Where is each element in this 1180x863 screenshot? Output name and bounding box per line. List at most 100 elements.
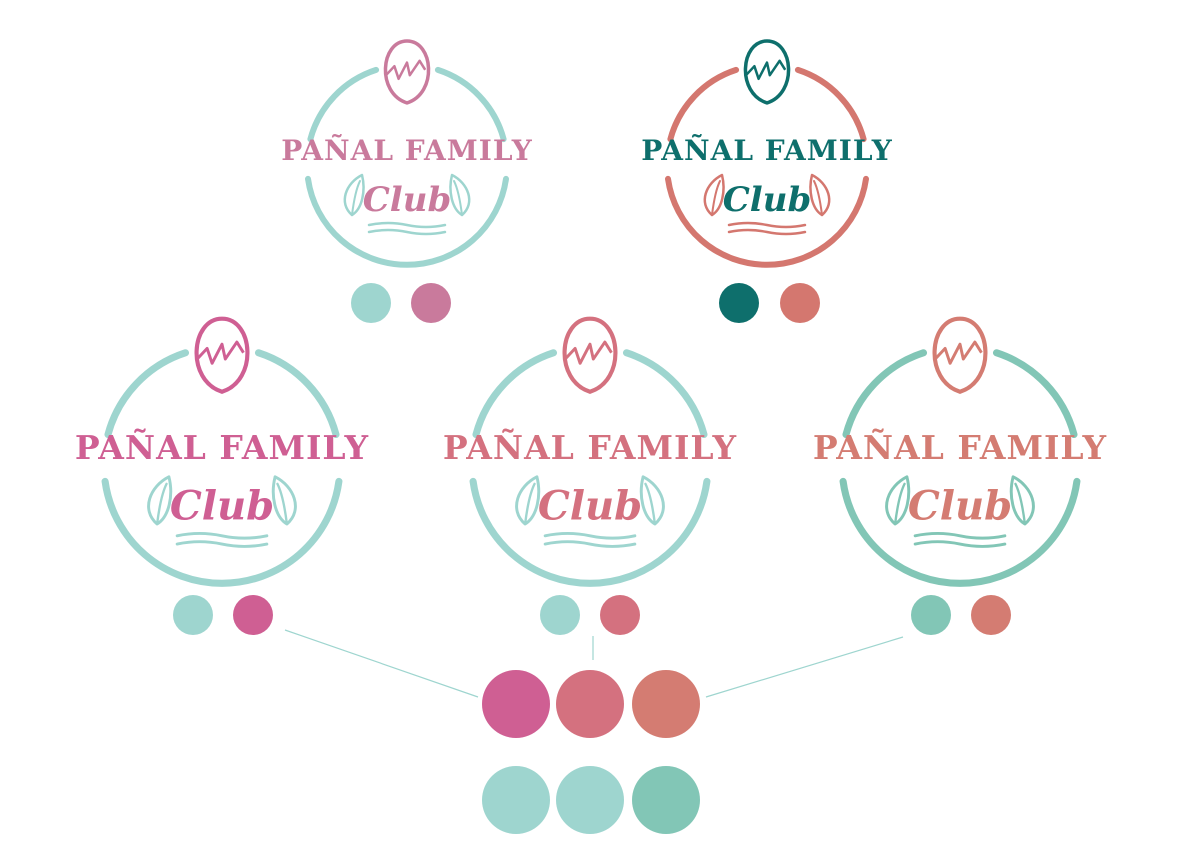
color-swatch — [351, 283, 391, 323]
wave-line — [543, 540, 637, 548]
egg-crack — [745, 59, 787, 81]
wave-lines-icon — [727, 221, 807, 236]
logo-wordmark: PAÑAL FAMILY — [443, 428, 737, 467]
logo-wordmark: PAÑAL FAMILY — [813, 428, 1107, 467]
leaf-right-icon-outline — [271, 475, 297, 526]
wave-line — [367, 221, 447, 229]
leaf-left-icon-vein — [351, 180, 361, 216]
egg-icon — [194, 316, 250, 394]
leaf-right-icon-vein — [1014, 482, 1027, 526]
egg-shell — [743, 39, 791, 105]
ring-arc-lower — [101, 477, 343, 587]
palette-swatch-warm — [482, 670, 550, 738]
logo-swatches — [540, 595, 640, 635]
leaf-left-icon-vein — [893, 482, 906, 526]
logo-4: PAÑAL FAMILY Club — [443, 316, 737, 635]
palette-swatch-cool — [556, 766, 624, 834]
color-swatch — [600, 595, 640, 635]
leaf-right-icon-vein — [276, 482, 289, 526]
leaf-right-icon-outline — [639, 475, 665, 526]
ring-arc-lower — [305, 175, 509, 268]
egg-crack — [385, 59, 427, 81]
color-swatch — [540, 595, 580, 635]
egg-shell — [932, 316, 988, 394]
wave-lines-icon — [913, 531, 1007, 548]
leaf-right-icon — [639, 475, 665, 526]
wave-line — [367, 228, 447, 236]
leaf-right-icon-outline — [1009, 475, 1035, 526]
ring-arc-upper-left — [667, 66, 740, 143]
leaf-right-icon — [1009, 475, 1035, 526]
wave-lines-icon — [543, 531, 637, 548]
palette-swatch-warm — [556, 670, 624, 738]
egg-shell — [194, 316, 250, 394]
logo-swatches — [911, 595, 1011, 635]
connector-line-right — [705, 636, 904, 698]
color-swatch — [971, 595, 1011, 635]
ring-arc-lower — [665, 175, 869, 268]
color-swatch — [233, 595, 273, 635]
leaf-right-icon-vein — [813, 180, 823, 216]
leaf-right-icon — [449, 173, 471, 217]
wave-lines-icon — [367, 221, 447, 236]
ring-arc-upper-right — [794, 66, 867, 143]
wave-line — [727, 221, 807, 229]
leaf-left-icon-outline — [515, 475, 541, 526]
ring-arc-upper-right — [434, 66, 507, 143]
leaf-left-icon — [515, 475, 541, 526]
ring-arc-lower — [469, 477, 711, 587]
leaf-right-icon — [809, 173, 831, 217]
master-palette — [482, 670, 700, 834]
logo-swatches — [719, 283, 820, 323]
wave-line — [175, 531, 269, 540]
egg-crack — [564, 340, 613, 365]
logo-script-club: Club — [170, 482, 274, 529]
leaf-right-icon-outline — [809, 173, 831, 217]
egg-icon — [932, 316, 988, 394]
leaf-left-icon — [885, 475, 911, 526]
leaf-right-icon — [271, 475, 297, 526]
ring-arc-upper-right — [622, 349, 708, 439]
color-swatch — [911, 595, 951, 635]
egg-icon — [743, 39, 791, 105]
leaf-left-icon-vein — [155, 482, 168, 526]
egg-shell — [383, 39, 431, 105]
leaf-left-icon — [703, 173, 725, 217]
leaf-left-icon-outline — [147, 475, 173, 526]
leaf-left-icon-vein — [711, 180, 721, 216]
leaf-right-icon-vein — [453, 180, 463, 216]
leaf-left-icon-vein — [523, 482, 536, 526]
ring-arc-upper-right — [992, 349, 1078, 439]
egg-shell — [562, 316, 618, 394]
leaf-left-icon-outline — [885, 475, 911, 526]
wave-lines-icon — [175, 531, 269, 548]
ring-arc-lower — [839, 477, 1081, 587]
logo-script-club: Club — [538, 482, 642, 529]
egg-crack — [196, 340, 245, 365]
ring-arc-upper-left — [472, 349, 558, 439]
logo-wordmark: PAÑAL FAMILY — [281, 134, 532, 167]
logo-script-club: Club — [723, 180, 811, 220]
ring-arc-upper-left — [842, 349, 928, 439]
leaf-left-icon-outline — [703, 173, 725, 217]
ring-arc-upper-left — [104, 349, 190, 439]
logo-script-club: Club — [908, 482, 1012, 529]
wave-line — [727, 228, 807, 236]
wave-line — [175, 540, 269, 548]
connector-line-left — [284, 629, 479, 698]
leaf-right-icon-vein — [644, 482, 657, 526]
leaf-right-icon-outline — [449, 173, 471, 217]
egg-icon — [383, 39, 431, 105]
wave-line — [913, 540, 1007, 548]
ring-arc-upper-right — [254, 349, 340, 439]
color-swatch — [780, 283, 820, 323]
egg-crack — [934, 340, 983, 365]
leaf-left-icon-outline — [343, 173, 365, 217]
logo-swatches — [351, 283, 451, 323]
logo-5: PAÑAL FAMILY Club — [813, 316, 1107, 635]
